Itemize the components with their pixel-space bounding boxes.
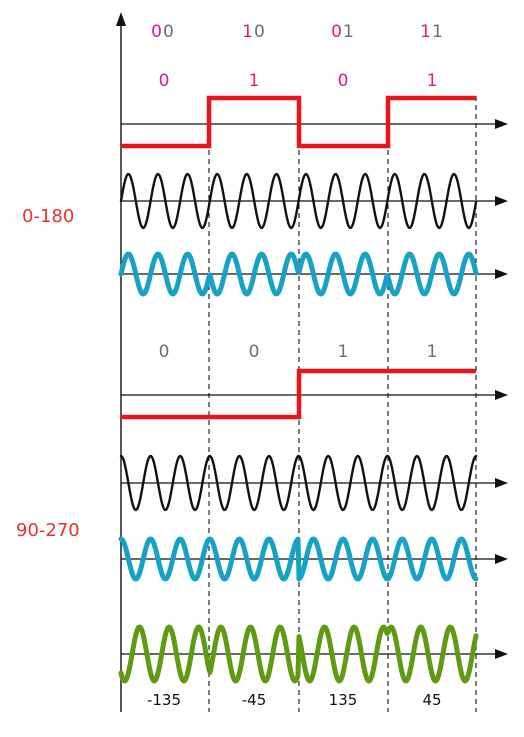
pair-second-digit: 1 [432, 22, 444, 42]
horizontal-axis-arrow [495, 554, 508, 564]
phase-label: -45 [241, 691, 267, 709]
pair-label: 00 [151, 24, 175, 41]
pair-second-digit: 0 [163, 22, 175, 42]
top-bit-label: 1 [426, 71, 438, 91]
second-bit-label: 1 [426, 342, 438, 362]
pair-label: 11 [420, 24, 444, 41]
carrier-blue-top [118, 251, 479, 297]
pair-second-digit: 0 [254, 22, 266, 42]
second-bit-label: 1 [337, 342, 349, 362]
second-bit-label: 0 [248, 342, 260, 362]
square-wave-second [121, 368, 476, 420]
section-label-90-270: 90-270 [16, 520, 80, 541]
top-bit-label: 0 [337, 71, 349, 91]
pair-first-digit: 0 [331, 22, 343, 42]
horizontal-axis-arrow [495, 649, 508, 659]
axes [116, 12, 508, 712]
carrier-blue-second [118, 536, 479, 582]
phase-label: -135 [146, 691, 182, 709]
vertical-axis-arrow [116, 12, 126, 26]
timing-grid [208, 96, 477, 712]
second-bit-label: 0 [158, 342, 170, 362]
top-bit-label: 0 [158, 71, 170, 91]
horizontal-axis-arrow [495, 196, 508, 206]
pair-second-digit: 1 [343, 22, 355, 42]
waveforms [118, 95, 479, 684]
horizontal-axis-arrow [495, 269, 508, 279]
section-label-0-180: 0-180 [22, 206, 75, 227]
phase-label: 135 [328, 691, 358, 709]
carrier-black-second [119, 454, 478, 512]
top-bit-label: 1 [248, 71, 260, 91]
horizontal-axis-arrow [495, 119, 508, 129]
carrier-black-top [119, 172, 478, 230]
carrier-green-output [118, 624, 479, 684]
phase-label: 45 [422, 691, 442, 709]
pair-first-digit: 0 [151, 22, 163, 42]
horizontal-axis-arrow [495, 390, 508, 400]
square-wave-top [121, 95, 476, 149]
pair-label: 01 [331, 24, 355, 41]
pair-first-digit: 1 [420, 22, 432, 42]
pair-first-digit: 1 [242, 22, 254, 42]
horizontal-axis-arrow [495, 478, 508, 488]
pair-label: 10 [242, 24, 266, 41]
